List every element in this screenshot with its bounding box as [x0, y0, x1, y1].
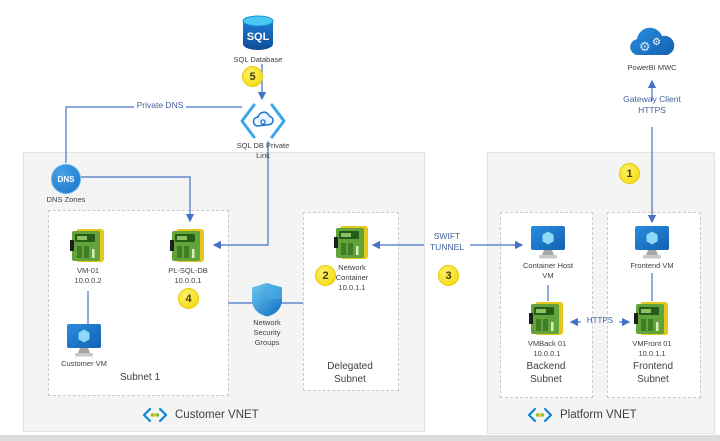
vnet-icon — [142, 407, 168, 423]
container-host-label-line2: VM — [542, 270, 554, 280]
frontend-vm-label: Frontend VM — [630, 261, 674, 270]
vm01-name: VM-01 — [76, 266, 100, 275]
private-link-label-line2: Link — [256, 150, 270, 160]
swift-tunnel-label: SWIFT TUNNEL — [422, 231, 472, 254]
frontend-subnet-label: Frontend Subnet — [621, 360, 685, 386]
container-host-vm-icon — [531, 226, 565, 259]
network-container-name-line1: Network — [338, 263, 366, 272]
vm01-node: VM-01 10.0.0.2 — [58, 227, 118, 286]
nsg-label-line1: Network — [253, 318, 281, 327]
step-badge-1: 1 — [619, 163, 640, 184]
dns-icon: DNS — [51, 164, 81, 194]
private-link-label-line1: SQL DB Private — [236, 141, 290, 150]
network-container-node: Network Container 10.0.1.1 — [320, 224, 384, 292]
step-badge-3: 3 — [438, 265, 459, 286]
private-link-icon — [240, 103, 286, 139]
pl-sql-db-ip: 10.0.0.1 — [174, 275, 202, 285]
frontend-subnet-line1: Frontend — [632, 361, 674, 372]
sql-private-link-node: SQL DB Private Link — [227, 102, 299, 161]
dns-zones-node: DNS DNS Zones — [36, 164, 96, 205]
network-container-name-line2: Container — [335, 272, 369, 282]
vmback-node: VMBack 01 10.0.0.1 — [515, 300, 579, 359]
backend-subnet-line1: Backend — [526, 361, 566, 372]
container-host-node: Container Host VM — [513, 226, 583, 281]
powerbi-node: ⚙ ⚙ PowerBI MWC — [617, 22, 687, 73]
bottom-edge — [0, 435, 720, 441]
sql-database-node: SQL SQL Database — [223, 12, 293, 65]
subnet1-label: Subnet 1 — [119, 372, 161, 383]
vm01-ip: 10.0.0.2 — [74, 275, 102, 285]
delegated-subnet-line1: Delegated — [327, 361, 373, 372]
svg-text:⚙: ⚙ — [652, 37, 661, 48]
backend-subnet-line2: Subnet — [530, 374, 562, 385]
https-text: HTTPS — [586, 316, 614, 325]
delegated-subnet-label: Delegated Subnet — [318, 360, 382, 386]
gateway-client-label: Gateway Client HTTPS — [612, 94, 692, 117]
swift-tunnel-line1: SWIFT — [433, 231, 461, 241]
private-dns-label: Private DNS — [124, 100, 196, 111]
pl-sql-db-nic-icon — [170, 229, 204, 262]
vmfront-nic-icon — [634, 302, 668, 335]
platform-vnet-label: Platform VNET — [560, 409, 637, 421]
sql-database-label: SQL Database — [233, 55, 283, 64]
gateway-client-line1: Gateway Client — [623, 94, 681, 104]
https-label: HTTPS — [583, 316, 617, 327]
step-badge-5: 5 — [242, 66, 263, 87]
powerbi-cloud-icon: ⚙ ⚙ — [630, 27, 675, 55]
nsg-shield-icon — [252, 283, 282, 317]
sql-database-icon: SQL — [242, 15, 274, 50]
vmfront-ip: 10.0.1.1 — [638, 348, 666, 358]
swift-tunnel-line2: TUNNEL — [429, 242, 464, 253]
frontend-subnet-line2: Subnet — [637, 374, 669, 385]
step-badge-2: 2 — [315, 265, 336, 286]
nsg-label-line3: Groups — [254, 337, 280, 347]
customer-vm-icon — [67, 324, 101, 357]
network-container-nic-icon — [334, 226, 368, 259]
customer-vnet-footer: Customer VNET — [142, 407, 259, 423]
delegated-subnet-box — [303, 212, 399, 391]
vmback-ip: 10.0.0.1 — [533, 348, 561, 358]
vnet-icon — [527, 407, 553, 423]
frontend-vm-icon — [635, 226, 669, 259]
step-badge-4: 4 — [178, 288, 199, 309]
vmfront-node: VMFront 01 10.0.1.1 — [620, 300, 684, 359]
backend-subnet-label: Backend Subnet — [514, 360, 578, 386]
pl-sql-db-name: PL-SQL-DB — [168, 266, 208, 275]
customer-vnet-label: Customer VNET — [175, 409, 259, 421]
vmfront-name: VMFront 01 — [632, 339, 672, 348]
platform-vnet-footer: Platform VNET — [527, 407, 637, 423]
powerbi-label: PowerBI MWC — [627, 63, 677, 72]
dns-icon-text: DNS — [57, 174, 75, 184]
dns-zones-label: DNS Zones — [46, 195, 86, 204]
svg-text:⚙: ⚙ — [639, 39, 651, 54]
gateway-client-line2: HTTPS — [638, 105, 666, 116]
delegated-subnet-line2: Subnet — [334, 374, 366, 385]
vmback-name: VMBack 01 — [527, 339, 567, 348]
network-container-ip: 10.0.1.1 — [338, 282, 366, 292]
private-dns-text: Private DNS — [133, 100, 187, 110]
vmback-nic-icon — [529, 302, 563, 335]
nsg-label-line2: Security — [253, 327, 281, 337]
frontend-vm-node: Frontend VM — [617, 226, 687, 271]
vm01-nic-icon — [70, 229, 104, 262]
customer-vm-node: Customer VM — [52, 324, 116, 369]
pl-sql-db-node: PL-SQL-DB 10.0.0.1 — [156, 227, 220, 286]
svg-text:SQL: SQL — [247, 31, 270, 43]
container-host-label-line1: Container Host — [522, 261, 574, 270]
nsg-node: Network Security Groups — [235, 282, 299, 347]
customer-vm-label: Customer VM — [61, 359, 107, 368]
